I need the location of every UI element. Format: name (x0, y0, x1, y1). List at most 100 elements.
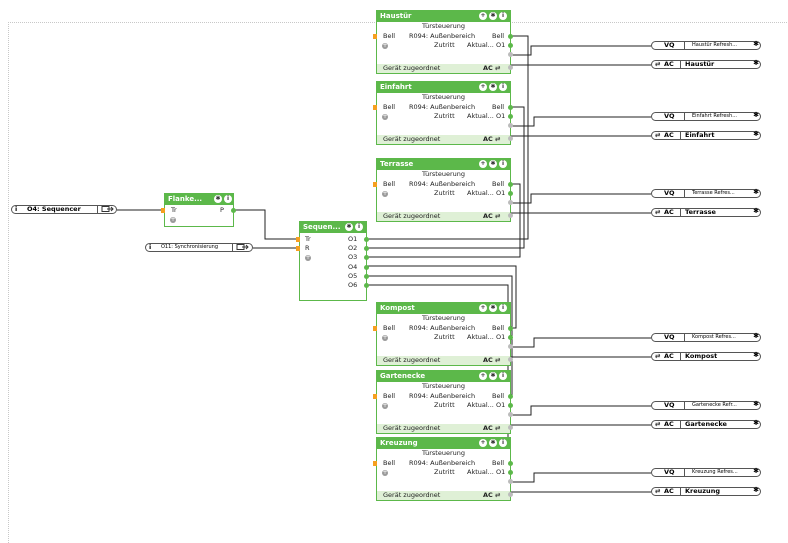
gear-icon[interactable]: ✱ (753, 419, 759, 427)
input-port[interactable] (373, 461, 377, 466)
gear-icon[interactable]: ✱ (489, 372, 497, 380)
gear-icon[interactable]: ✱ (489, 439, 497, 447)
block-header[interactable]: Haustür+✱i (377, 11, 510, 22)
output-port-unused[interactable] (508, 123, 513, 128)
output-port[interactable] (508, 394, 513, 399)
output-port[interactable] (364, 283, 369, 288)
info-icon[interactable]: i (355, 223, 363, 231)
export-icon[interactable] (232, 243, 251, 252)
add-input-icon[interactable]: + (382, 113, 388, 120)
info-icon[interactable]: i (499, 439, 507, 447)
flanke-block[interactable]: Flanke... ✱ i Tr P + (161, 193, 236, 227)
info-icon[interactable]: i (499, 12, 507, 20)
input-port[interactable] (296, 237, 300, 242)
output-port[interactable] (364, 255, 369, 261)
info-icon[interactable]: i (224, 195, 232, 203)
output-port-unused[interactable] (508, 200, 513, 205)
input-port[interactable] (161, 208, 165, 213)
gear-icon[interactable]: ✱ (489, 160, 497, 168)
output-port[interactable] (508, 191, 513, 196)
output-port-unused[interactable] (508, 136, 513, 141)
block-header[interactable]: Kompost+✱i (377, 303, 510, 314)
gear-icon[interactable]: ✱ (489, 12, 497, 20)
add-input-icon[interactable]: + (382, 469, 388, 476)
gear-icon[interactable]: ✱ (753, 332, 759, 340)
output-port[interactable] (364, 264, 369, 270)
export-icon[interactable] (97, 205, 116, 214)
output-port-unused[interactable] (508, 344, 513, 349)
output-port-unused[interactable] (508, 213, 513, 218)
output-port[interactable] (508, 182, 513, 187)
output-port[interactable] (508, 461, 513, 466)
add-input-icon[interactable]: + (382, 190, 388, 197)
gear-icon[interactable]: ✱ (345, 223, 353, 231)
gear-icon[interactable]: ✱ (753, 207, 759, 215)
info-icon[interactable]: i (499, 372, 507, 380)
input-node-sync[interactable]: i O11: Synchronisierung (145, 243, 253, 252)
output-port[interactable] (508, 326, 513, 331)
gear-icon[interactable]: ✱ (753, 130, 759, 138)
output-port-unused[interactable] (508, 65, 513, 70)
add-input-icon[interactable]: + (382, 334, 388, 341)
add-icon[interactable]: + (479, 372, 487, 380)
output-port[interactable] (231, 208, 236, 213)
gear-icon[interactable]: ✱ (753, 400, 759, 408)
output-port[interactable] (364, 246, 369, 252)
gear-icon[interactable]: ✱ (489, 83, 497, 91)
add-icon[interactable]: + (479, 83, 487, 91)
info-icon[interactable]: i (499, 304, 507, 312)
output-port[interactable] (508, 43, 513, 48)
add-input-icon[interactable]: + (170, 216, 176, 223)
block-header[interactable]: Einfahrt+✱i (377, 82, 510, 93)
add-icon[interactable]: + (479, 12, 487, 20)
output-port[interactable] (508, 470, 513, 475)
gear-icon[interactable]: ✱ (753, 188, 759, 196)
gear-icon[interactable]: ✱ (753, 467, 759, 475)
output-port[interactable] (364, 237, 369, 242)
add-input-icon[interactable]: + (305, 254, 311, 261)
gear-icon[interactable]: ✱ (753, 486, 759, 494)
input-port[interactable] (296, 246, 300, 251)
output-port-unused[interactable] (508, 425, 513, 430)
add-icon[interactable]: + (479, 439, 487, 447)
output-port-unused[interactable] (508, 479, 513, 484)
add-input-icon[interactable]: + (382, 42, 388, 49)
block-header[interactable]: Terrasse+✱i (377, 159, 510, 170)
gear-icon[interactable]: ✱ (753, 351, 759, 359)
output-port[interactable] (508, 34, 513, 39)
output-port[interactable] (364, 273, 369, 279)
add-icon[interactable]: + (479, 304, 487, 312)
block-header[interactable]: Gartenecke+✱i (377, 371, 510, 382)
input-port[interactable] (373, 105, 377, 110)
block-header[interactable]: Flanke... ✱ i (165, 194, 233, 205)
output-port-unused[interactable] (508, 492, 513, 497)
gear-icon[interactable]: ✱ (753, 111, 759, 119)
output-port-unused[interactable] (508, 412, 513, 417)
output-port[interactable] (508, 105, 513, 110)
gear-icon[interactable]: ✱ (753, 59, 759, 67)
gear-icon[interactable]: ✱ (489, 304, 497, 312)
input-port[interactable] (373, 182, 377, 187)
output-port[interactable] (508, 335, 513, 340)
info-icon[interactable]: i (499, 160, 507, 168)
output-port[interactable] (508, 114, 513, 119)
